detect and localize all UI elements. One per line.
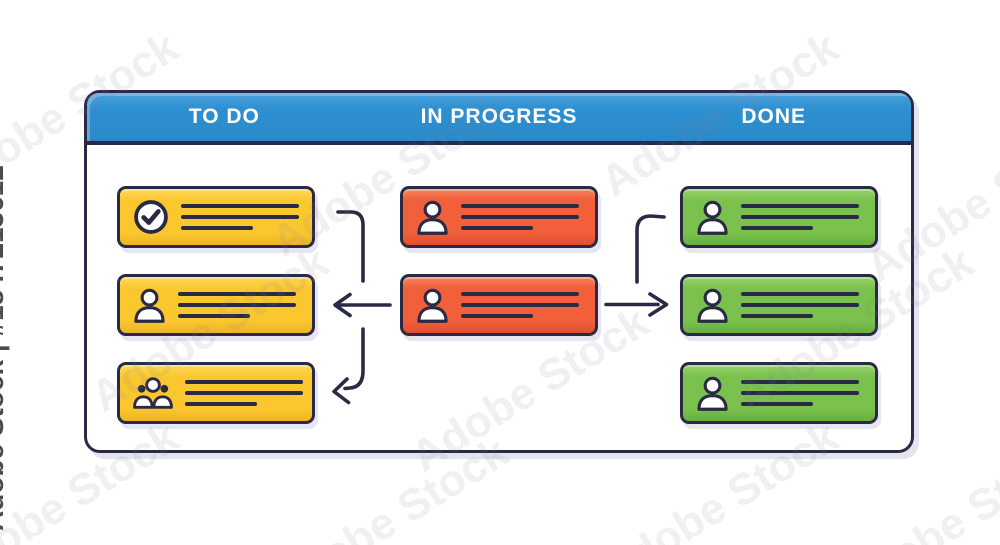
card-text-line [461,314,533,318]
board-header: TO DO IN PROGRESS DONE [87,93,911,145]
user-icon [132,287,167,324]
card-text-lines [741,380,859,406]
user-icon [415,287,450,324]
card-text-line [461,215,579,219]
column-todo [117,186,315,424]
card-text-line [178,314,250,318]
column-title-done: DONE [741,105,807,128]
card-text-line [741,391,859,395]
card-text-lines [181,204,299,230]
card-text-line [461,292,579,296]
column-in-progress [400,186,598,336]
check-circle-icon [132,198,170,236]
task-card[interactable] [680,362,878,424]
card-text-line [741,292,859,296]
card-text-lines [461,204,579,230]
task-card[interactable] [117,186,315,248]
card-text-line [185,391,303,395]
task-card[interactable] [680,186,878,248]
task-card[interactable] [117,362,315,424]
card-text-line [741,204,859,208]
card-text-line [741,215,859,219]
card-text-line [741,402,813,406]
card-text-lines [741,204,859,230]
card-text-lines [741,292,859,318]
task-card[interactable] [680,274,878,336]
card-text-line [181,215,299,219]
card-text-line [181,226,253,230]
card-text-line [185,402,257,406]
user-icon [695,287,730,324]
card-text-line [741,314,813,318]
card-text-line [461,226,533,230]
task-card[interactable] [400,186,598,248]
card-text-line [741,303,859,307]
card-text-lines [185,380,303,406]
column-title-in-progress: IN PROGRESS [420,105,578,128]
card-text-line [741,380,859,384]
column-title-todo: TO DO [188,105,260,128]
task-card[interactable] [400,274,598,336]
card-text-line [461,204,579,208]
users-icon [132,375,174,411]
card-text-line [178,303,296,307]
card-text-lines [461,292,579,318]
user-icon [415,199,450,236]
card-text-line [185,380,303,384]
kanban-board: TO DO IN PROGRESS DONE [84,90,914,453]
card-text-line [741,226,813,230]
task-card[interactable] [117,274,315,336]
card-text-line [181,204,299,208]
user-icon [695,375,730,412]
user-icon [695,199,730,236]
card-text-line [178,292,296,296]
card-text-line [461,303,579,307]
card-text-lines [178,292,296,318]
column-done [680,186,878,424]
stock-id-watermark: Adobe Stock | #1847213612 [0,165,9,531]
